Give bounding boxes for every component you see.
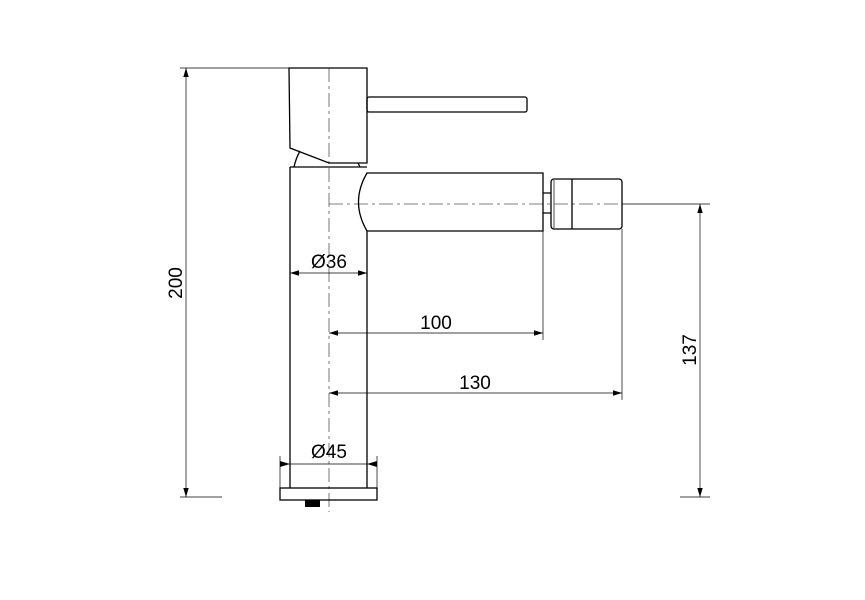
spout-connector — [543, 192, 551, 214]
dimension-label-100: 100 — [420, 313, 452, 334]
dimension-label-d45: Ø45 — [311, 442, 347, 463]
spout — [357, 172, 544, 232]
base-plate — [279, 487, 378, 501]
threaded-stud — [305, 500, 320, 507]
dimension-label-137: 137 — [680, 334, 701, 366]
dimension-label-200: 200 — [166, 267, 187, 299]
lever-housing — [288, 67, 368, 164]
dimension-label-d36: Ø36 — [311, 252, 347, 273]
column-body — [289, 166, 368, 488]
lever-handle — [366, 96, 528, 113]
lever-joint — [293, 150, 361, 168]
dimension-label-130: 130 — [459, 373, 491, 394]
